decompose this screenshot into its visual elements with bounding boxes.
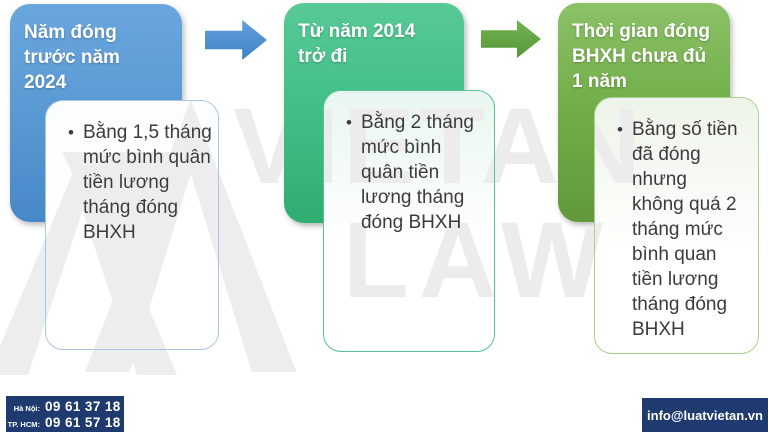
footer-email-box: info@luatvietan.vn: [642, 398, 768, 432]
step-1-title: Năm đóng trước năm 2024: [24, 22, 120, 94]
step-2-detail-box: • Bằng 2 tháng mức bình quân tiền lương …: [323, 90, 495, 352]
bullet-icon: •: [346, 113, 352, 132]
footer-phone-box: Hà Nội: 09 61 37 18 18 TP. HCM: 09 61 57…: [6, 396, 141, 432]
step-3-title: Thời gian đóng BHXH chưa đủ 1 năm: [572, 21, 711, 93]
footer-email: info@luatvietan.vn: [647, 407, 763, 423]
contact-label: TP. HCM:: [7, 419, 40, 429]
step-2-title: Từ năm 2014 trở đi: [298, 21, 416, 68]
contact-label: Hà Nội:: [13, 403, 40, 413]
contact-row-hanoi: Hà Nội: 09 61 37 18 18: [6, 399, 141, 414]
bullet-icon: •: [617, 120, 623, 139]
step-1-detail-text: Bằng 1,5 tháng mức bình quân tiền lương …: [82, 122, 212, 243]
step-3-detail-box: • Bằng số tiền đã đóng nhưng không quá 2…: [594, 97, 759, 354]
step-3-detail-text: Bằng số tiền đã đóng nhưng không quá 2 t…: [631, 119, 738, 340]
bullet-icon: •: [68, 123, 74, 142]
contact-phone: 09 61 57 18 18: [45, 414, 141, 430]
contact-row-hcm: TP. HCM: 09 61 57 18 18: [6, 415, 141, 430]
arrow-right-icon: [481, 20, 541, 58]
step-2-detail-text: Bằng 2 tháng mức bình quân tiền lương th…: [360, 112, 474, 233]
step-1-detail-box: • Bằng 1,5 tháng mức bình quân tiền lươn…: [45, 100, 219, 350]
arrow-right-icon: [205, 20, 267, 60]
contact-phone: 09 61 37 18 18: [45, 398, 141, 414]
